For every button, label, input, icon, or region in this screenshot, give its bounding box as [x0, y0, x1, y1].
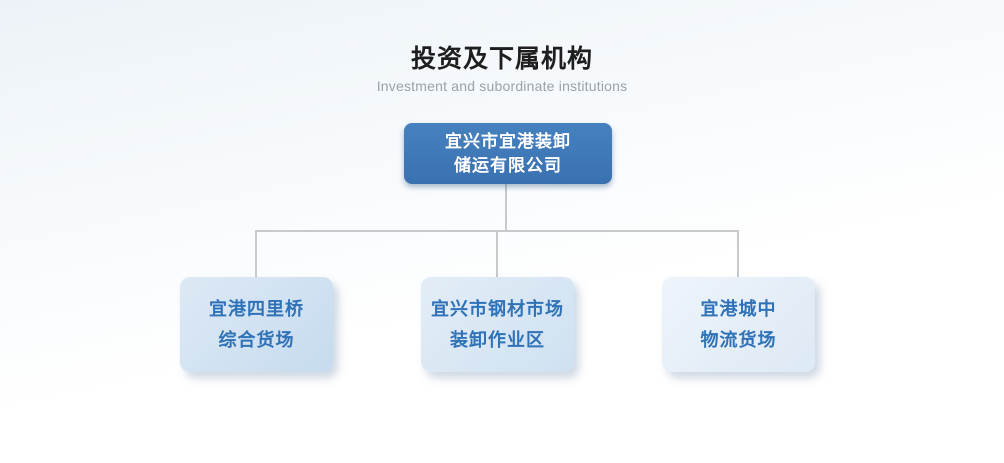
page-subtitle: Investment and subordinate institutions — [376, 78, 628, 94]
org-child-box-3: 宜港城中 物流货场 — [662, 277, 815, 372]
org-child-1-name-line1: 宜港四里桥 — [209, 298, 304, 319]
page-title: 投资及下属机构 — [410, 45, 593, 73]
org-root-name-line1: 宜兴市宜港装卸 — [445, 131, 571, 151]
org-root-box: 宜兴市宜港装卸 储运有限公司 — [404, 123, 612, 184]
org-child-box-2: 宜兴市钢材市场 装卸作业区 — [421, 277, 574, 372]
connector-root-stem — [505, 184, 507, 231]
connector-drop-child-2 — [496, 232, 498, 277]
org-child-box-1: 宜港四里桥 综合货场 — [180, 277, 333, 372]
org-child-2-name-line2: 装卸作业区 — [450, 329, 545, 350]
org-child-3-name-line1: 宜港城中 — [700, 298, 777, 319]
connector-horizontal-rail — [255, 230, 739, 232]
org-child-3-name-line2: 物流货场 — [700, 329, 777, 350]
org-child-2-name-line1: 宜兴市钢材市场 — [431, 298, 564, 319]
connector-drop-child-3 — [737, 232, 739, 277]
connector-drop-child-1 — [255, 232, 257, 277]
org-child-1-name-line2: 综合货场 — [218, 329, 295, 350]
org-root-name-line2: 储运有限公司 — [454, 155, 562, 175]
